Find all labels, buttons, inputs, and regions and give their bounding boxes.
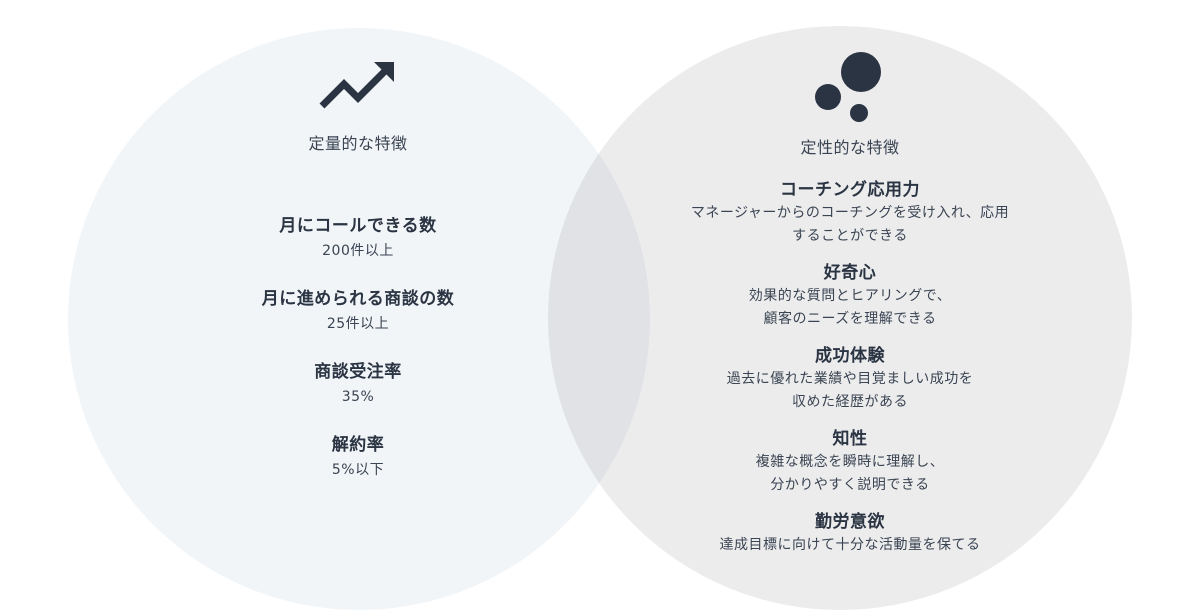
quantitative-list: 月にコールできる数 200件以上 月に進められる商談の数 25件以上 商談受注率… <box>208 212 508 482</box>
item-title: 勤労意欲 <box>815 512 885 532</box>
item-desc: 200件以上 <box>322 243 394 259</box>
item-desc-line-2: 顧客のニーズを理解できる <box>763 311 937 327</box>
item-title: 成功体験 <box>815 346 885 366</box>
qualitative-title: 定性的な特徴 <box>800 138 900 157</box>
item-desc-line-2: 分かりやすく説明できる <box>770 477 930 493</box>
quantitative-section: 定量的な特徴 月にコールできる数 200件以上 月に進められる商談の数 25件以… <box>208 60 508 482</box>
item-desc: 25件以上 <box>326 316 390 332</box>
list-item: 成功体験 過去に優れた業績や目覚ましい成功を 収めた経歴がある <box>640 344 1060 414</box>
item-title: 知性 <box>832 429 868 449</box>
item-title: 解約率 <box>331 435 385 455</box>
list-item: 知性 複雑な概念を瞬時に理解し、 分かりやすく説明できる <box>640 427 1060 497</box>
list-item: 商談受注率 35% <box>208 358 508 409</box>
quantitative-title: 定量的な特徴 <box>308 134 408 153</box>
item-desc-line-1: 効果的な質問とヒアリングで、 <box>748 288 952 304</box>
item-desc-line-1: 過去に優れた業績や目覚ましい成功を <box>726 371 974 387</box>
list-item: 月にコールできる数 200件以上 <box>208 212 508 263</box>
list-item: コーチング応用力 マネージャーからのコーチングを受け入れ、応用 することができる <box>640 178 1060 248</box>
item-desc: 35% <box>341 389 375 405</box>
item-title: 月にコールできる数 <box>279 216 437 236</box>
list-item: 好奇心 効果的な質問とヒアリングで、 顧客のニーズを理解できる <box>640 261 1060 331</box>
item-desc-line-1: 達成目標に向けて十分な活動量を保てる <box>719 537 981 553</box>
bubbles-icon <box>815 52 881 122</box>
trending-up-icon <box>319 62 394 109</box>
list-item: 解約率 5%以下 <box>208 431 508 482</box>
list-item: 勤労意欲 達成目標に向けて十分な活動量を保てる <box>640 510 1060 557</box>
item-desc-line-1: 複雑な概念を瞬時に理解し、 <box>755 454 945 470</box>
qualitative-section: 定性的な特徴 コーチング応用力 マネージャーからのコーチングを受け入れ、応用 す… <box>640 50 1060 557</box>
item-desc-line-2: することができる <box>792 228 908 244</box>
item-title: 商談受注率 <box>314 362 402 382</box>
item-desc: 5%以下 <box>331 462 385 478</box>
item-title: 月に進められる商談の数 <box>261 289 455 309</box>
item-title: コーチング応用力 <box>780 180 920 200</box>
qualitative-list: コーチング応用力 マネージャーからのコーチングを受け入れ、応用 することができる… <box>640 178 1060 557</box>
list-item: 月に進められる商談の数 25件以上 <box>208 285 508 336</box>
item-desc-line-1: マネージャーからのコーチングを受け入れ、応用 <box>690 205 1010 221</box>
qualitative-circle <box>548 26 1132 610</box>
item-desc-line-2: 収めた経歴がある <box>792 394 908 410</box>
item-title: 好奇心 <box>823 263 877 283</box>
